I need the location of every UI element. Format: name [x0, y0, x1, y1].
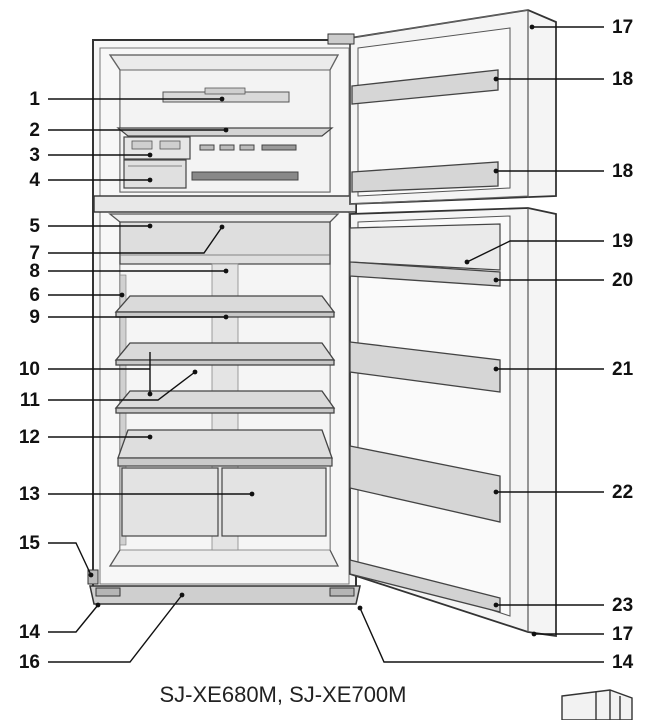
- callout-number: 13: [19, 484, 40, 505]
- leader-dot: [147, 434, 153, 440]
- leader-dot: [529, 24, 535, 30]
- callout-number: 19: [612, 231, 633, 252]
- leader-dot: [249, 491, 255, 497]
- leader-dot: [192, 369, 198, 375]
- callout-labels: 1234578691011121315141617181819202122231…: [19, 17, 634, 673]
- cabinet-inner-frame: [99, 47, 350, 585]
- callout-number: 18: [612, 161, 633, 182]
- leader-line: [48, 371, 196, 401]
- callout-number: 17: [612, 624, 633, 645]
- callout-number: 14: [612, 652, 634, 673]
- leader-dot: [147, 391, 153, 397]
- callout-number: 17: [612, 17, 633, 38]
- callout-number: 2: [29, 120, 40, 141]
- glass-shelves: [114, 295, 336, 414]
- leader-dot: [179, 592, 185, 598]
- callout-number: 3: [29, 145, 40, 166]
- leader-dot: [493, 489, 499, 495]
- leader-dot: [531, 631, 537, 637]
- callout-number: 21: [612, 359, 634, 380]
- levelling-foot-left: [95, 587, 121, 597]
- callout-number: 9: [29, 307, 40, 328]
- front-kickplate: [89, 585, 361, 605]
- callout-number: 8: [29, 261, 40, 282]
- leader-dot: [357, 605, 363, 611]
- dairy-compartment: [349, 223, 501, 271]
- leader-dot: [493, 76, 499, 82]
- callout-number: 16: [19, 652, 40, 673]
- freezer-door-liner: [357, 27, 511, 197]
- freezer-door-pockets: [351, 69, 499, 193]
- callout-number: 7: [29, 243, 40, 264]
- leader-dot: [223, 314, 229, 320]
- leader-line: [48, 542, 92, 576]
- leader-line: [359, 607, 604, 663]
- callout-number: 14: [19, 622, 41, 643]
- chilled-case: [119, 221, 331, 265]
- leader-dot: [147, 177, 153, 183]
- callout-number: 18: [612, 69, 633, 90]
- leader-dot: [219, 224, 225, 230]
- leader-dot: [493, 168, 499, 174]
- leader-lines: [48, 24, 604, 663]
- crisper-right: [221, 467, 327, 537]
- leader-dot: [119, 292, 125, 298]
- model-caption: SJ-XE680M, SJ-XE700M: [160, 682, 407, 707]
- leader-line: [48, 226, 223, 254]
- compartment-divider: [93, 195, 357, 213]
- wheel: [87, 569, 99, 585]
- freezer-vents: [191, 144, 299, 181]
- fridge-thumbnail-icon: [561, 689, 633, 720]
- leader-dot: [219, 96, 225, 102]
- leader-dot: [223, 127, 229, 133]
- leader-dot: [147, 223, 153, 229]
- leader-line: [466, 240, 604, 263]
- callout-number: 22: [612, 482, 633, 503]
- leader-line: [48, 604, 99, 633]
- crisper-cover: [117, 429, 333, 459]
- leader-dot: [464, 259, 470, 265]
- leader-dot: [88, 572, 94, 578]
- callout-number: 20: [612, 270, 633, 291]
- leader-dot: [493, 602, 499, 608]
- fridge-door-pockets: [349, 261, 501, 613]
- leader-line: [48, 352, 151, 394]
- levelling-foot-right: [329, 587, 355, 597]
- leader-dot: [147, 152, 153, 158]
- leader-dot: [493, 366, 499, 372]
- leader-line: [48, 594, 183, 663]
- crisper-left: [121, 467, 219, 537]
- leader-dot: [95, 602, 101, 608]
- leader-dot: [493, 277, 499, 283]
- refrigerator-drawing: [87, 9, 557, 638]
- callout-number: 11: [20, 390, 41, 411]
- callout-number: 4: [29, 170, 40, 191]
- callout-number: 10: [19, 359, 40, 380]
- ice-storage-box: [123, 159, 187, 189]
- callout-number: 23: [612, 595, 633, 616]
- callout-number: 12: [19, 427, 40, 448]
- callout-number: 1: [29, 89, 40, 110]
- callout-number: 6: [29, 285, 40, 306]
- leader-dot: [223, 268, 229, 274]
- callout-number: 15: [19, 533, 41, 554]
- callout-number: 5: [29, 216, 40, 237]
